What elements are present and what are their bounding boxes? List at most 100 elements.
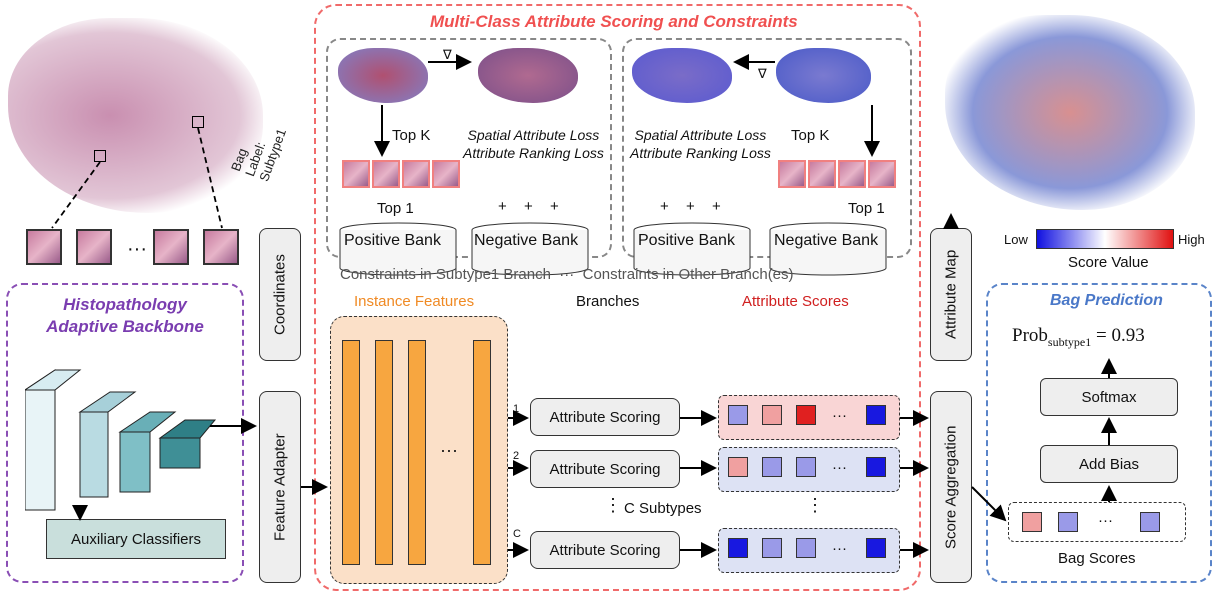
patch-marker [94,150,106,162]
negative-bank-label: Negative Bank [474,232,579,249]
heatmap-thumbnail [338,48,428,103]
score-cube [866,405,886,425]
score-cube [762,538,782,558]
plus-sign: + [550,198,559,215]
negative-bank-cylinder [769,222,887,276]
instance-patch [153,229,189,265]
score-cube [866,538,886,558]
score-cube [762,457,782,477]
bag-score-cube [1140,512,1160,532]
ellipsis: ··· [1098,512,1113,529]
prob-label: Prob [1012,325,1048,346]
topk-patch [372,160,400,188]
tissue-thumbnail [776,48,871,103]
wsi-thumbnail [8,18,263,213]
prob-sub: subtype1 [1047,334,1092,349]
plus-sign: + [660,198,669,215]
score-cube [796,538,816,558]
top-k-label: Top K [392,127,431,144]
attribute-scoring-box: Attribute Scoring [530,450,680,488]
topk-patch [432,160,460,188]
loss-labels: Spatial Attribute Loss Attribute Ranking… [463,127,604,161]
topk-patch [838,160,866,188]
gradient-symbol: ∇ [443,47,452,62]
probability: Probsubtype1 = 0.93 [1012,325,1145,350]
feature-bar [342,340,360,565]
heatmap-thumbnail [632,48,732,103]
branches-label: Branches [576,293,640,310]
score-cube [796,405,816,425]
bag-prediction-panel [986,283,1212,583]
ellipsis: ··· [832,407,847,424]
topk-patch [808,160,836,188]
plus-sign: + [686,198,695,215]
instance-patch [26,229,62,265]
score-cube [728,457,748,477]
instance-patch [76,229,112,265]
plus-sign: + [712,198,721,215]
instance-patch [203,229,239,265]
patch-marker [192,116,204,128]
center-title: Multi-Class Attribute Scoring and Constr… [430,12,798,31]
colorbar-low: Low [1004,232,1028,247]
ellipsis: ··· [440,440,458,460]
topk-patch [342,160,370,188]
subtype1-constraints-panel [326,38,612,258]
topk-patch [778,160,806,188]
score-cube [796,457,816,477]
branch-index: 2 [513,450,520,462]
colorbar-caption: Score Value [1068,254,1149,271]
colorbar-high: High [1178,232,1205,247]
add-bias-box: Add Bias [1040,445,1178,483]
feature-bar [408,340,426,565]
backbone-network-icon [25,369,217,511]
ellipsis: ··· [127,238,147,260]
loss-labels: Spatial Attribute Loss Attribute Ranking… [630,127,771,161]
prob-value: = 0.93 [1096,325,1145,346]
attribute-scoring-box: Attribute Scoring [530,398,680,436]
bag-score-cube [1022,512,1042,532]
bag-scores-label: Bag Scores [1058,550,1136,567]
tissue-thumbnail [478,48,578,103]
auxiliary-classifiers: Auxiliary Classifiers [46,519,226,559]
softmax-box: Softmax [1040,378,1178,416]
negative-bank-label: Negative Bank [774,232,879,249]
bag-score-cube [1058,512,1078,532]
top-1-label: Top 1 [848,200,885,217]
attribute-scoring-panel [314,4,921,591]
score-cube [728,538,748,558]
plus-sign: + [498,198,507,215]
branch-index: 1 [513,403,520,415]
positive-bank-label: Positive Bank [344,232,441,249]
positive-bank-label: Positive Bank [638,232,735,249]
feature-bar [375,340,393,565]
branch-index: C [513,528,521,540]
feature-bar [473,340,491,565]
topk-patch [868,160,896,188]
instance-features-label: Instance Features [354,293,475,310]
topk-patch [402,160,430,188]
gradient-symbol: ∇ [758,66,767,81]
score-cube [728,405,748,425]
attribute-scoring-box: Attribute Scoring [530,531,680,569]
c-subtypes-label: C Subtypes [624,500,702,517]
constraints-caption: Constraints in Subtype1 Branch ··· Const… [340,266,794,283]
top-1-label: Top 1 [377,200,414,217]
ellipsis: ··· [832,540,847,557]
plus-sign: + [524,198,533,215]
positive-bank-cylinder [633,222,751,276]
other-constraints-panel [622,38,912,258]
positive-bank-cylinder [339,222,457,276]
attribute-scores-label: Attribute Scores [742,293,849,310]
vertical-dots: ⋮ [806,495,824,515]
backbone-title: Histopathology Adaptive Backbone [46,295,204,336]
negative-bank-cylinder [471,222,589,276]
attribute-heatmap [945,15,1195,210]
colorbar [1036,229,1174,249]
bag-prediction-title: Bag Prediction [1050,292,1163,309]
score-cube [866,457,886,477]
top-k-label: Top K [791,127,830,144]
ellipsis: ··· [832,459,847,476]
vertical-dots: ⋮ [604,495,622,515]
